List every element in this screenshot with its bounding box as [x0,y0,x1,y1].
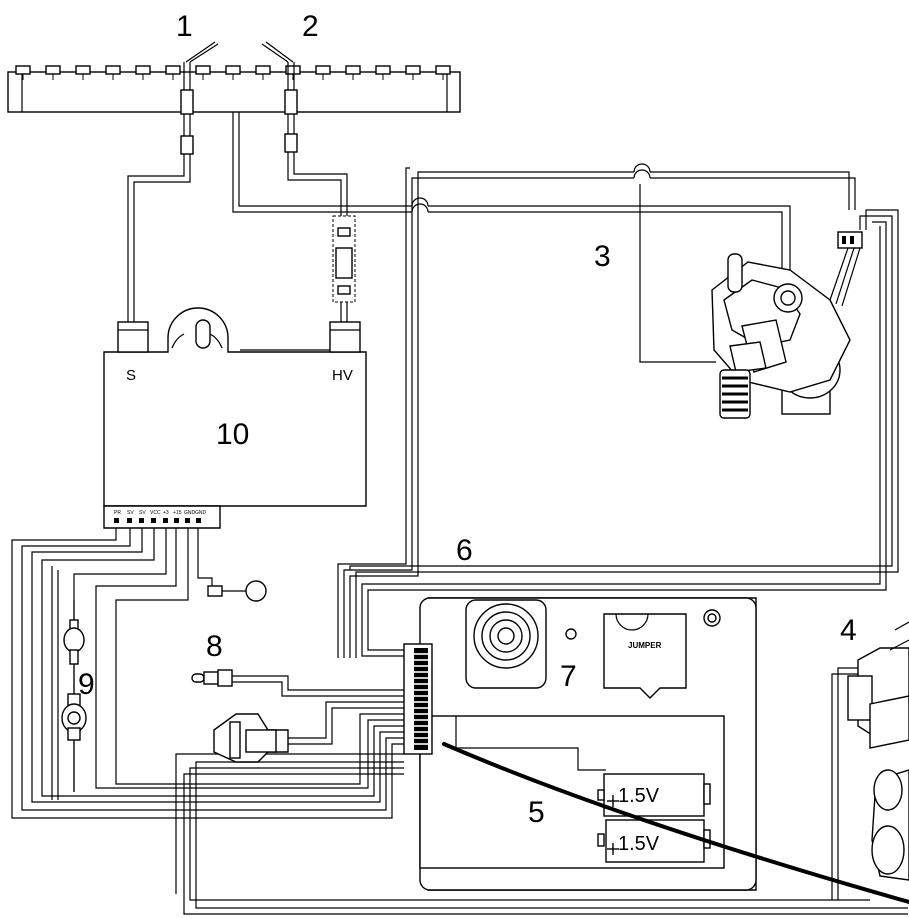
callout-2: 2 [302,10,319,43]
pin-label: SV [139,510,146,516]
battery-label: 1.5V [618,785,660,807]
flame-sense-electrode [180,41,219,155]
wiring-harness [11,112,908,915]
thermal-fuse [61,600,87,792]
pin-label: VCC [150,510,161,516]
ignition-module: S HV PR SV SV VCC +3 +15 GND GND [103,307,367,529]
callout-5: 5 [528,796,545,829]
callout-3: 3 [594,240,611,273]
pin-label: GND [195,510,207,516]
callout-8: 8 [206,630,223,663]
hv-resistor [332,215,356,303]
pin-label: GND [184,510,196,516]
callout-numbers: 1 2 3 4 5 6 7 8 9 10 [78,10,857,829]
module-label-hv: HV [332,367,353,384]
module-label-s: S [126,367,136,384]
battery-label: 1.5V [618,833,660,855]
flow-switch-connector [213,713,289,763]
jumper-label: JUMPER [628,641,662,650]
callout-4: 4 [840,614,857,647]
temperature-sensor [191,669,233,687]
plus-icon [607,795,619,855]
callout-7: 7 [560,660,577,693]
callout-9: 9 [78,668,95,701]
pin-label: +15 [173,510,182,516]
control-board: JUMPER 1.5V 1.5V [403,597,757,891]
burner-manifold [7,65,461,113]
pin-label: +3 [163,510,169,516]
ignition-electrode [261,41,298,153]
ground-ring-terminal [207,580,267,602]
gas-valve [711,231,863,419]
hydraulic-group [847,621,909,881]
pin-label: SV [127,510,134,516]
callout-10: 10 [216,418,249,451]
pin-label: PR [114,510,121,516]
callout-6: 6 [456,534,473,567]
callout-1: 1 [176,10,193,43]
main-cable [442,742,909,904]
